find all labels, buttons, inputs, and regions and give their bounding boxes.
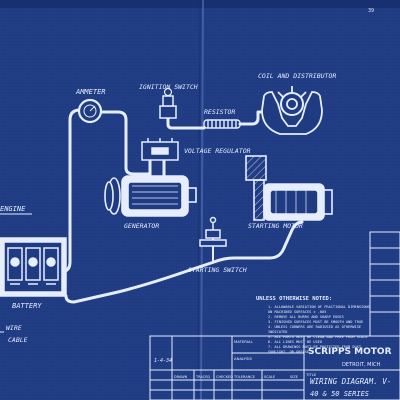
- label-voltage-regulator: VOLTAGE REGULATOR: [184, 147, 251, 155]
- note-line: 6. ALL LINES MUST BE USED: [268, 340, 322, 344]
- battery: [0, 237, 67, 297]
- generator: [104, 175, 197, 217]
- note-line: INDICATED: [268, 330, 287, 334]
- note-line: 4. UNLESS CORNERS ARE RADIUSED AS OTHERW…: [268, 325, 361, 329]
- title-block-analysis-label: ANALYSIS: [234, 356, 252, 361]
- resistor: [203, 119, 241, 129]
- label-starting-switch: STARTING SWITCH: [188, 266, 247, 274]
- fold-seam: [200, 0, 204, 400]
- label-coil-and-distributor: COIL AND DISTRIBUTOR: [258, 72, 336, 80]
- title-block-traced-label: TRACED: [195, 375, 210, 379]
- legend-wire: WIRE: [6, 324, 22, 332]
- ignition-switch: [159, 87, 177, 124]
- title-block-drawing-title: WIRING DIAGRAM. V-: [310, 377, 391, 386]
- title-block-material-label: MATERIAL: [234, 339, 254, 344]
- note-line: 7. ALL DRAWINGS MUST BE PROTECTED FROM D…: [268, 345, 363, 349]
- label-starting-motor: STARTING MOTOR: [248, 222, 303, 230]
- battery-cable: [64, 220, 304, 304]
- title-block-title-label: TITLE: [305, 372, 317, 377]
- ammeter: [77, 98, 103, 124]
- sheet-number: 39: [368, 8, 374, 14]
- label-ammeter: AMMETER: [75, 88, 106, 96]
- wires: [50, 108, 304, 304]
- label-generator: GENERATOR: [124, 222, 159, 230]
- note-line: 3. FINISHED SURFACES MUST BE SMOOTH AND …: [268, 320, 363, 324]
- label-resistor: RESISTOR: [204, 108, 235, 116]
- voltage-regulator: [141, 138, 179, 161]
- title-block-size-label: SIZE: [290, 375, 298, 379]
- title-block-checked-label: CHECKED: [216, 375, 233, 379]
- title-block-company: SCRIPPS MOTOR: [308, 347, 392, 357]
- note-line: 5. ALL PARTS MUST BE CLEAN AND FREE FROM…: [268, 335, 368, 339]
- wire-resistor-coil: [238, 110, 270, 126]
- title-block-scale-label: SCALE: [264, 375, 275, 379]
- wire-ignition-resistor: [166, 116, 206, 130]
- coil-and-distributor: [261, 86, 323, 135]
- label-battery: BATTERY: [12, 302, 42, 310]
- starting-switch: [199, 216, 227, 247]
- label-engine: ENGINE: [0, 205, 26, 213]
- starting-motor: [245, 155, 333, 221]
- fold-seam-shadow: [197, 0, 201, 400]
- title-block-location: DETROIT, MICH: [342, 362, 380, 368]
- notes-block: UNLESS OTHERWISE NOTED: 1. ALLOWABLE VAR…: [256, 296, 370, 354]
- label-ignition-switch: IGNITION SWITCH: [139, 83, 198, 91]
- title-block-date: 1-4-34: [154, 358, 172, 364]
- note-line: 1. ALLOWABLE VARIATION OF FRACTIONAL DIM…: [268, 305, 370, 309]
- note-line: SUNLIGHT, OR GREASE: [268, 350, 309, 354]
- note-line: ON MACHINED SURFACES ± .005: [268, 310, 326, 314]
- legend-cable: CABLE: [8, 336, 28, 344]
- title-block-series: 40 & 50 SERIES: [310, 390, 369, 398]
- title-block-tolerance-label: TOLERANCE: [233, 375, 255, 379]
- note-line: 2. REMOVE ALL BURRS AND SHARP EDGES: [268, 315, 344, 319]
- title-block: [149, 231, 400, 400]
- wire-ammeter-ignition: [94, 110, 152, 176]
- title-block-drawn-label: DRAWN: [174, 375, 188, 379]
- notes-title: UNLESS OTHERWISE NOTED:: [256, 296, 332, 302]
